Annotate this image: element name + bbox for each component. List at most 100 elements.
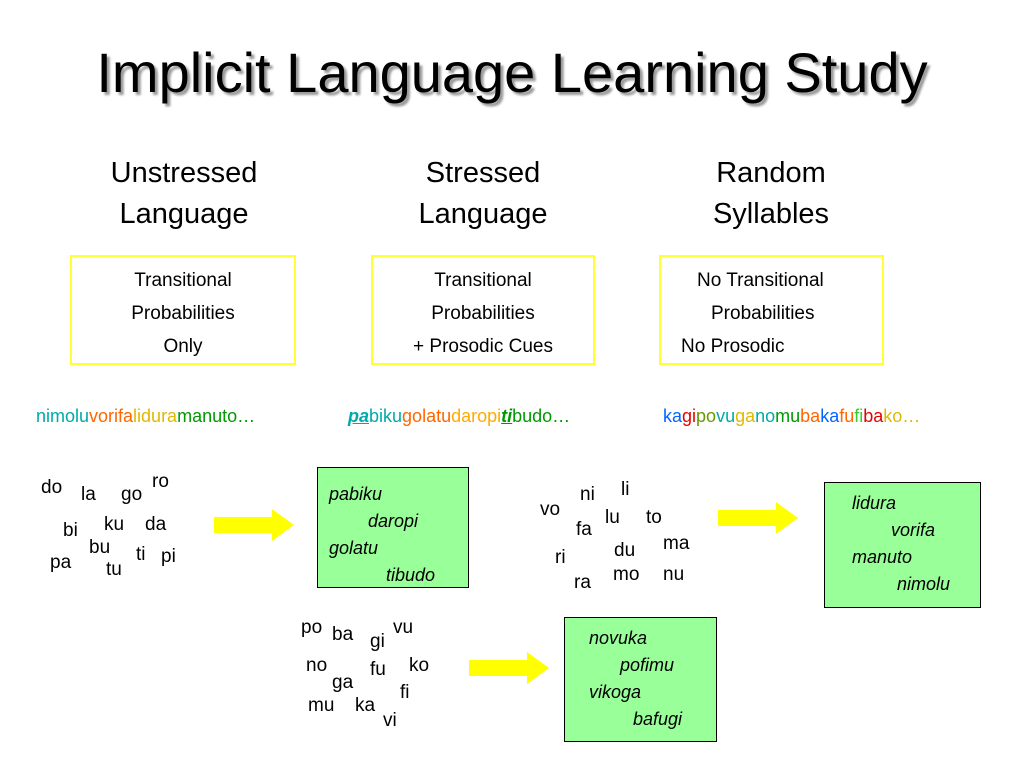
- syllable: ni: [580, 484, 595, 505]
- syllable: vu: [393, 617, 414, 638]
- sequence-word: manuto…: [177, 406, 256, 426]
- word: manuto: [852, 547, 913, 567]
- sequence-word: vorifa: [89, 406, 134, 426]
- heading-line: Unstressed: [110, 157, 258, 189]
- word: golatu: [329, 538, 379, 558]
- syllable: fu: [370, 659, 386, 680]
- sequence-syllable: vu: [716, 406, 736, 426]
- right-arrow-icon: [469, 652, 549, 684]
- word-box-3: novuka pofimu vikoga bafugi: [564, 617, 717, 742]
- word: pofimu: [620, 655, 675, 675]
- sequence-word: golatu: [402, 406, 452, 426]
- sequence-word: nimolu: [36, 406, 90, 426]
- syllable: du: [614, 540, 636, 561]
- sequence-word: lidura: [133, 406, 178, 426]
- syllable: fi: [400, 682, 410, 703]
- sequence-syllable: ba: [800, 406, 821, 426]
- sequence-syllable: ba: [863, 406, 884, 426]
- box-line: Probabilities: [431, 303, 535, 324]
- syllable: ro: [152, 471, 169, 492]
- syllable: da: [145, 514, 167, 535]
- sequence-stressed: pabikugolatudaropitibudo…: [348, 406, 570, 427]
- condition-box-stressed: Transitional Probabilities + Prosodic Cu…: [371, 255, 595, 365]
- syllable: lu: [605, 507, 620, 528]
- box-line: Transitional: [134, 270, 232, 291]
- box-line: No Transitional: [697, 270, 824, 291]
- word: bafugi: [633, 709, 683, 729]
- syllable: do: [41, 477, 63, 498]
- box-line: + Prosodic Cues: [413, 336, 553, 357]
- heading-line: Language: [418, 198, 548, 230]
- syllable: ku: [104, 514, 125, 535]
- sequence-word: biku: [369, 406, 403, 426]
- syllable: pi: [161, 546, 176, 567]
- box-line: Transitional: [434, 270, 532, 291]
- right-arrow-icon: [718, 502, 798, 534]
- syllable: go: [121, 484, 143, 505]
- sequence-unstressed: nimoluvorifaliduramanuto…: [36, 406, 255, 427]
- word: vorifa: [891, 520, 936, 540]
- syllable: ga: [332, 672, 354, 693]
- sequence-word: daropi: [451, 406, 502, 426]
- syllable: fa: [576, 519, 592, 540]
- syllable: ra: [574, 572, 591, 593]
- column-heading-stressed: Stressed Language: [363, 153, 603, 235]
- syllable: bu: [89, 537, 111, 558]
- syllable: mo: [613, 564, 640, 585]
- condition-box-random: No Transitional Probabilities No Prosodi…: [659, 255, 884, 365]
- word-box-1: pabiku daropi golatu tibudo: [317, 467, 469, 588]
- syllable: po: [301, 617, 323, 638]
- word: novuka: [589, 628, 648, 648]
- box-line: Only: [163, 336, 203, 357]
- syllable: ba: [332, 624, 354, 645]
- syllable: ka: [355, 695, 376, 716]
- sequence-word: budo…: [512, 406, 571, 426]
- syllable: ti: [136, 544, 146, 565]
- sequence-syllable: ga: [735, 406, 756, 426]
- word-box-2: lidura vorifa manuto nimolu: [824, 482, 981, 608]
- box-line: Probabilities: [711, 303, 815, 324]
- sequence-syllable: fi: [854, 406, 864, 426]
- syllable: no: [306, 655, 328, 676]
- sequence-syllable: gi: [682, 406, 697, 426]
- word: nimolu: [897, 574, 951, 594]
- syllable: gi: [370, 631, 385, 652]
- heading-line: Language: [119, 198, 249, 230]
- sequence-random: kagipovuganomubakafufibako…: [663, 406, 920, 427]
- sequence-syllable: po: [696, 406, 717, 426]
- page-title: Implicit Language Learning Study: [96, 41, 928, 104]
- heading-line: Random: [716, 157, 826, 189]
- syllable: pa: [50, 552, 72, 573]
- sequence-syllable: ka: [820, 406, 840, 426]
- word: tibudo: [386, 565, 436, 585]
- syllable: bi: [63, 520, 78, 541]
- word: lidura: [852, 493, 897, 513]
- box-line: Probabilities: [131, 303, 235, 324]
- syllable: to: [646, 507, 662, 528]
- word: pabiku: [329, 484, 383, 504]
- column-heading-unstressed: Unstressed Language: [64, 153, 304, 235]
- syllable: la: [81, 484, 96, 505]
- syllable: vo: [540, 499, 561, 520]
- right-arrow-icon: [214, 509, 294, 541]
- syllable: nu: [663, 564, 685, 585]
- heading-line: Stressed: [425, 157, 541, 189]
- word: daropi: [368, 511, 419, 531]
- sequence-syllable: ka: [663, 406, 683, 426]
- sequence-syllable: ko…: [883, 406, 921, 426]
- heading-line: Syllables: [712, 198, 830, 230]
- word: vikoga: [589, 682, 642, 702]
- syllable: ma: [663, 533, 690, 554]
- stressed-syllable: pa: [348, 406, 370, 426]
- syllable: ri: [555, 547, 566, 568]
- syllable: tu: [106, 559, 122, 580]
- sequence-syllable: no: [755, 406, 776, 426]
- box-line: No Prosodic: [681, 336, 785, 357]
- syllable: vi: [383, 710, 397, 731]
- sequence-syllable: fu: [839, 406, 855, 426]
- condition-box-unstressed: Transitional Probabilities Only: [70, 255, 296, 365]
- syllable: mu: [308, 695, 335, 716]
- stressed-syllable: ti: [501, 406, 513, 426]
- syllable: ko: [409, 655, 430, 676]
- sequence-syllable: mu: [775, 406, 801, 426]
